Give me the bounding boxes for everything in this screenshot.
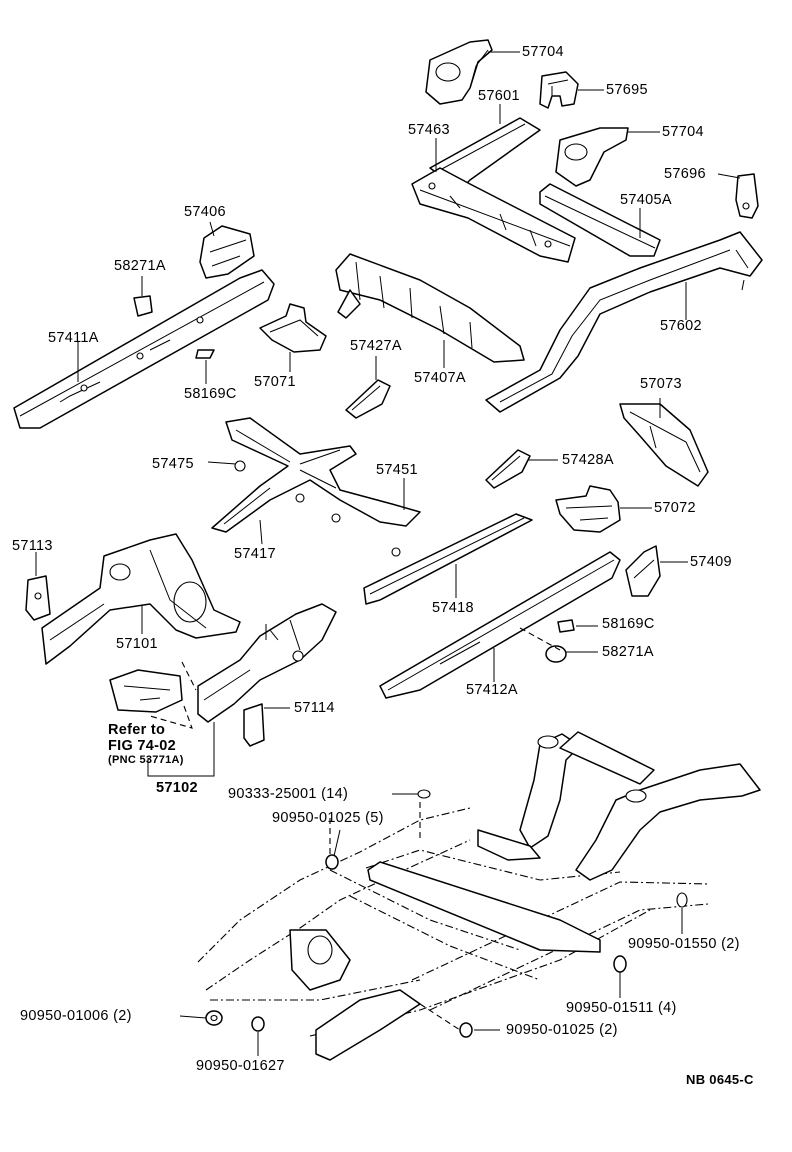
part-57405a-rail (539, 183, 661, 257)
fastener-90950-01006 (205, 1010, 223, 1026)
fastener-90950-01025-5 (325, 854, 339, 870)
part-57114-bracket (243, 703, 265, 747)
label-57073: 57073 (640, 376, 682, 392)
part-57428a-bracket (485, 449, 531, 489)
reference-bracket-53771a (109, 661, 197, 729)
part-58169c-lower-clip (557, 619, 575, 633)
part-57418-crossmember (363, 513, 533, 605)
label-57101: 57101 (116, 636, 158, 652)
label-57696: 57696 (664, 166, 706, 182)
part-57696-bracket (735, 173, 759, 219)
part-57072-bracket (555, 485, 621, 533)
label-58169c-lower: 58169C (602, 616, 655, 632)
part-57406-bracket (199, 225, 255, 279)
part-57475-nut (234, 460, 246, 472)
reference-line-3: (PNC 53771A) (108, 754, 184, 766)
label-57071: 57071 (254, 374, 296, 390)
part-57411a-side-rail (13, 269, 275, 429)
part-57412a-rocker-panel (379, 551, 621, 699)
label-57102: 57102 (156, 780, 198, 796)
reference-line-2: FIG 74-02 (108, 738, 176, 754)
fastener-90950-01550 (676, 892, 688, 908)
part-58271a-upper-pad (133, 295, 153, 317)
part-57463-crossmember (411, 167, 576, 263)
label-57113: 57113 (12, 538, 53, 554)
part-57695-bracket (539, 71, 579, 109)
label-57601: 57601 (478, 88, 520, 104)
fastener-90950-01511 (613, 955, 627, 973)
label-90950-01627: 90950-01627 (196, 1058, 285, 1074)
label-57695: 57695 (606, 82, 648, 98)
part-57409-bracket (625, 545, 661, 597)
label-57704-upper: 57704 (522, 44, 564, 60)
assembled-frame-solid-members (289, 731, 761, 1061)
label-57412a: 57412A (466, 682, 518, 698)
fastener-90333-25001 (417, 789, 431, 799)
label-57602: 57602 (660, 318, 702, 334)
part-57704-lower-bracket (555, 127, 629, 187)
part-57417-crossmember (211, 417, 421, 557)
part-57704-upper-bracket (425, 39, 493, 105)
part-57113-bracket (25, 575, 51, 621)
assembled-frame-phantom (197, 807, 711, 1037)
label-57451: 57451 (376, 462, 418, 478)
label-57406: 57406 (184, 204, 226, 220)
label-57407a: 57407A (414, 370, 466, 386)
label-90950-01025-5: 90950-01025 (5) (272, 810, 384, 826)
reference-line-1: Refer to (108, 722, 166, 738)
part-57602-frame-member (485, 231, 763, 413)
part-57427a-bracket (345, 379, 391, 419)
part-57407a-crossmember (335, 253, 525, 363)
diagram-code: NB 0645-C (686, 1072, 754, 1087)
label-57427a: 57427A (350, 338, 402, 354)
label-57704-lower: 57704 (662, 124, 704, 140)
label-57428a: 57428A (562, 452, 614, 468)
label-57417: 57417 (234, 546, 276, 562)
label-57463: 57463 (408, 122, 450, 138)
part-57102-front-side-member (197, 603, 337, 723)
label-90950-01511: 90950-01511 (4) (566, 1000, 677, 1016)
fastener-90950-01025-2 (459, 1022, 473, 1038)
label-90950-01550: 90950-01550 (2) (628, 936, 740, 952)
label-57405a: 57405A (620, 192, 672, 208)
fastener-90950-01627 (251, 1016, 265, 1032)
label-90333-25001: 90333-25001 (14) (228, 786, 349, 802)
label-90950-01006: 90950-01006 (2) (20, 1008, 132, 1024)
part-57101-front-side-member (41, 533, 241, 665)
part-58271a-lower-pad (545, 645, 567, 663)
part-58169c-upper-clip (195, 349, 215, 359)
label-57114: 57114 (294, 700, 335, 716)
label-57411a: 57411A (48, 330, 99, 346)
label-58169c-upper: 58169C (184, 386, 237, 402)
label-57409: 57409 (690, 554, 732, 570)
part-57071-bracket (259, 303, 327, 353)
label-57418: 57418 (432, 600, 474, 616)
label-58271a-upper: 58271A (114, 258, 166, 274)
label-90950-01025-2: 90950-01025 (2) (506, 1022, 618, 1038)
part-57073-bracket (619, 403, 709, 487)
label-58271a-lower: 58271A (602, 644, 654, 660)
label-57475: 57475 (152, 456, 194, 472)
label-57072: 57072 (654, 500, 696, 516)
